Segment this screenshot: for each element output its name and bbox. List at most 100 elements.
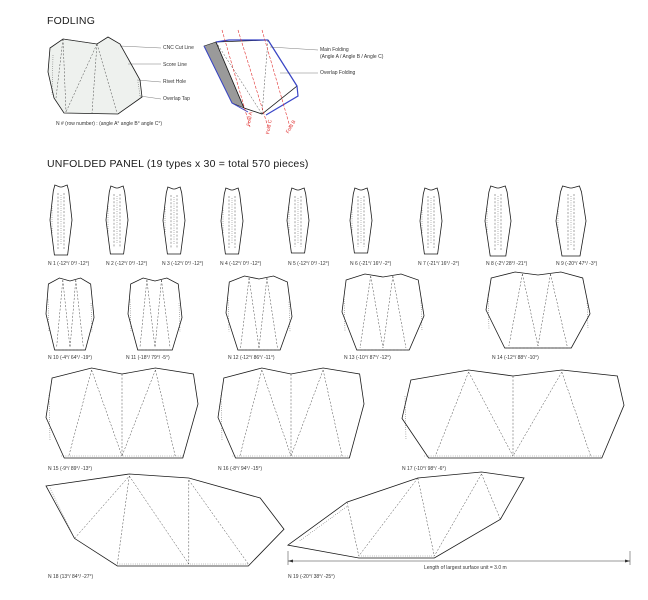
panel-n12 bbox=[225, 275, 293, 351]
score-lines bbox=[346, 473, 501, 557]
rivet-holes bbox=[299, 506, 435, 557]
cnc-cut-outline bbox=[45, 367, 199, 459]
score-lines bbox=[427, 196, 435, 248]
rivet-holes bbox=[288, 198, 299, 243]
panel-label-n8: N 8 (-2°/ 28°/ -21°) bbox=[486, 261, 528, 267]
score-lines bbox=[356, 275, 410, 351]
panel-label-n9: N 9 (-20°/ 47°/ -3°) bbox=[556, 261, 598, 267]
panel-n19 bbox=[287, 471, 525, 559]
score-lines bbox=[294, 196, 302, 247]
panel-label-n14: N 14 (-12°/ 88°/ -10°) bbox=[492, 355, 539, 361]
rivet-holes bbox=[557, 196, 572, 246]
cnc-cut-outline bbox=[555, 185, 587, 257]
unfolded-heading: UNFOLDED PANEL (19 types x 30 = total 57… bbox=[47, 158, 309, 170]
panel-label-n2: N 2 (-12°/ 0°/ -12°) bbox=[106, 261, 148, 267]
panel-label-n13: N 13 (-10°/ 87°/ -12°) bbox=[344, 355, 391, 361]
cnc-cut-outline bbox=[287, 471, 525, 559]
panel-label-n10: N 10 (-4°/ 64°/ -19°) bbox=[48, 355, 93, 361]
score-lines bbox=[357, 196, 365, 247]
panel-label-n11: N 11 (-18°/ 79°/ -5°) bbox=[126, 355, 170, 361]
panel-n13 bbox=[341, 273, 425, 351]
score-lines bbox=[435, 371, 591, 457]
legend-score-line: Score Line bbox=[163, 62, 187, 68]
folding-heading: FODLING bbox=[47, 15, 96, 27]
panel-label-n5: N 5 (-12°/ 0°/ -12°) bbox=[288, 261, 330, 267]
panel-n1 bbox=[49, 184, 73, 256]
legend-panel-drawing bbox=[47, 36, 162, 115]
rivet-holes bbox=[227, 298, 291, 332]
rivet-holes bbox=[220, 394, 350, 457]
panel-label-n1: N 1 (-12°/ 0°/ -12°) bbox=[48, 261, 90, 267]
cnc-cut-outline bbox=[217, 367, 365, 459]
rivet-holes bbox=[47, 299, 93, 333]
cnc-cut-outline bbox=[162, 186, 186, 255]
cnc-cut-outline bbox=[105, 185, 129, 255]
cnc-cut-outline bbox=[45, 473, 285, 567]
score-lines bbox=[68, 369, 176, 457]
dimension-label: Length of largest surface unit = 3.0 m bbox=[424, 565, 507, 571]
score-lines bbox=[74, 475, 249, 565]
legend-cnc-cut: CNC Cut Line bbox=[163, 45, 194, 51]
rivet-holes bbox=[486, 196, 499, 246]
cnc-cut-outline bbox=[49, 184, 73, 256]
panel-n2 bbox=[105, 185, 129, 255]
panel-n14 bbox=[485, 271, 591, 349]
panel-label-n16: N 16 (-8°/ 94°/ -15°) bbox=[218, 466, 263, 472]
rivet-holes bbox=[404, 396, 602, 457]
score-lines bbox=[228, 196, 236, 248]
rivet-holes bbox=[129, 299, 181, 333]
panel-n11 bbox=[127, 277, 183, 351]
cnc-cut-outline bbox=[419, 187, 443, 255]
panel-n9 bbox=[555, 185, 587, 257]
panel-n16 bbox=[217, 367, 365, 459]
unfolded-panels bbox=[45, 184, 625, 567]
legend-main-folding: Main Folding bbox=[320, 47, 349, 53]
rivet-holes bbox=[164, 197, 175, 244]
score-lines bbox=[54, 279, 86, 351]
dimension-line bbox=[287, 551, 631, 565]
panel-label-n6: N 6 (-21°/ 16°/ -2°) bbox=[350, 261, 392, 267]
cnc-cut-outline bbox=[225, 275, 293, 351]
panel-n5 bbox=[286, 187, 310, 254]
legend-overlap-tap: Overlap Tap bbox=[163, 96, 190, 102]
legend-overlap-folding: Overlap Folding bbox=[320, 70, 356, 76]
score-lines bbox=[504, 273, 572, 349]
legend-panel-naming: N # (row number) : (angle A° angle B° an… bbox=[56, 121, 163, 127]
rivet-holes bbox=[49, 487, 249, 565]
panel-n7 bbox=[419, 187, 443, 255]
score-lines bbox=[170, 195, 178, 248]
panel-n18 bbox=[45, 473, 285, 567]
cnc-cut-outline bbox=[45, 277, 95, 351]
panel-label-n19: N 19 (-20°/ 38°/ -25°) bbox=[288, 574, 335, 580]
panel-n10 bbox=[45, 277, 95, 351]
panel-label-n7: N 7 (-21°/ 16°/ -2°) bbox=[418, 261, 460, 267]
score-lines bbox=[113, 194, 121, 248]
panel-label-n12: N 12 (-12°/ 86°/ -11°) bbox=[228, 355, 275, 361]
panel-label-n15: N 15 (-9°/ 89°/ -13°) bbox=[48, 466, 93, 472]
panel-n15 bbox=[45, 367, 199, 459]
panel-n3 bbox=[162, 186, 186, 255]
panel-n17 bbox=[401, 369, 625, 459]
score-lines bbox=[239, 369, 343, 457]
rivet-holes bbox=[48, 394, 183, 457]
panel-n8 bbox=[484, 185, 512, 257]
panel-label-n3: N 3 (-12°/ 0°/ -12°) bbox=[162, 261, 204, 267]
cnc-cut-outline bbox=[127, 277, 183, 351]
panel-label-n18: N 18 (13°/ 84°/ -27°) bbox=[48, 574, 94, 580]
cnc-cut-outline bbox=[485, 271, 591, 349]
legend-main-folding-angles: (Angle A / Angle B / Angle C) bbox=[320, 54, 384, 60]
legend-rivet-hole: Rivet Hole bbox=[163, 79, 187, 85]
rivet-holes bbox=[421, 198, 432, 244]
rivet-holes bbox=[51, 195, 62, 245]
rivet-holes bbox=[222, 198, 233, 244]
folded-panel-drawing bbox=[203, 29, 319, 128]
rivet-holes bbox=[107, 196, 118, 244]
panel-label-n17: N 17 (-10°/ 98°/ -6°) bbox=[402, 466, 447, 472]
rivet-holes bbox=[351, 198, 362, 243]
cnc-cut-outline bbox=[220, 187, 244, 255]
cnc-cut-outline bbox=[341, 273, 425, 351]
panel-n4 bbox=[220, 187, 244, 255]
score-lines bbox=[137, 279, 173, 351]
panel-label-n4: N 4 (-12°/ 0°/ -12°) bbox=[220, 261, 262, 267]
